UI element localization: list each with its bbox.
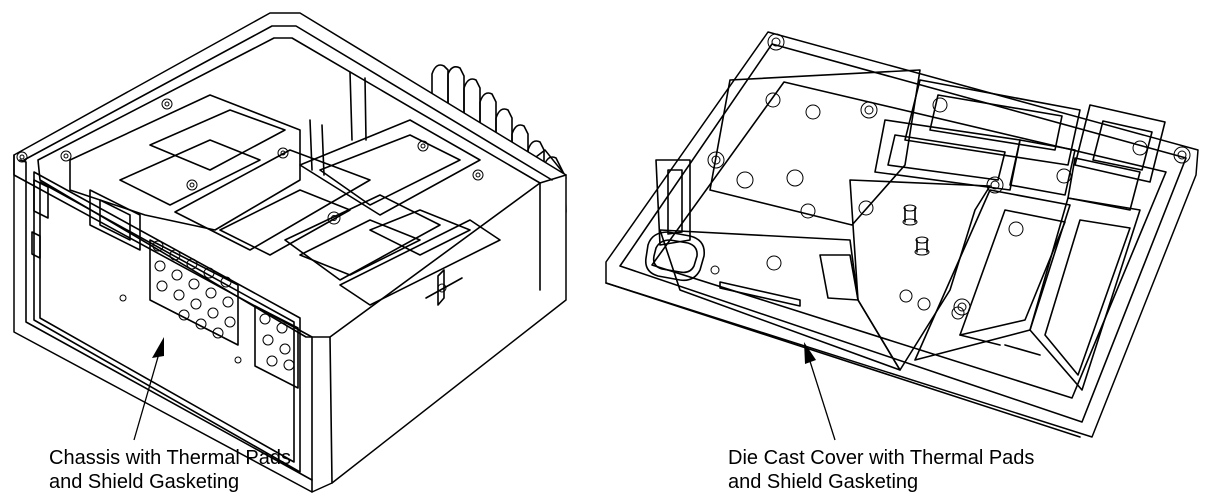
- leader-chassis: [133, 337, 164, 441]
- cover-label-line2: and Shield Gasketing: [728, 471, 919, 493]
- leader-cover: [804, 342, 836, 441]
- chassis-label-line2: and Shield Gasketing: [49, 471, 240, 493]
- cover-label-line1: Die Cast Cover with Thermal Pads: [728, 447, 1035, 469]
- chassis-drawing: [13, 12, 567, 493]
- cover-label: Die Cast Cover with Thermal Pads and Shi…: [728, 446, 1034, 494]
- cover-drawing: [605, 31, 1199, 438]
- chassis-label: Chassis with Thermal Pads and Shield Gas…: [49, 446, 291, 494]
- chassis-label-line1: Chassis with Thermal Pads: [49, 447, 291, 469]
